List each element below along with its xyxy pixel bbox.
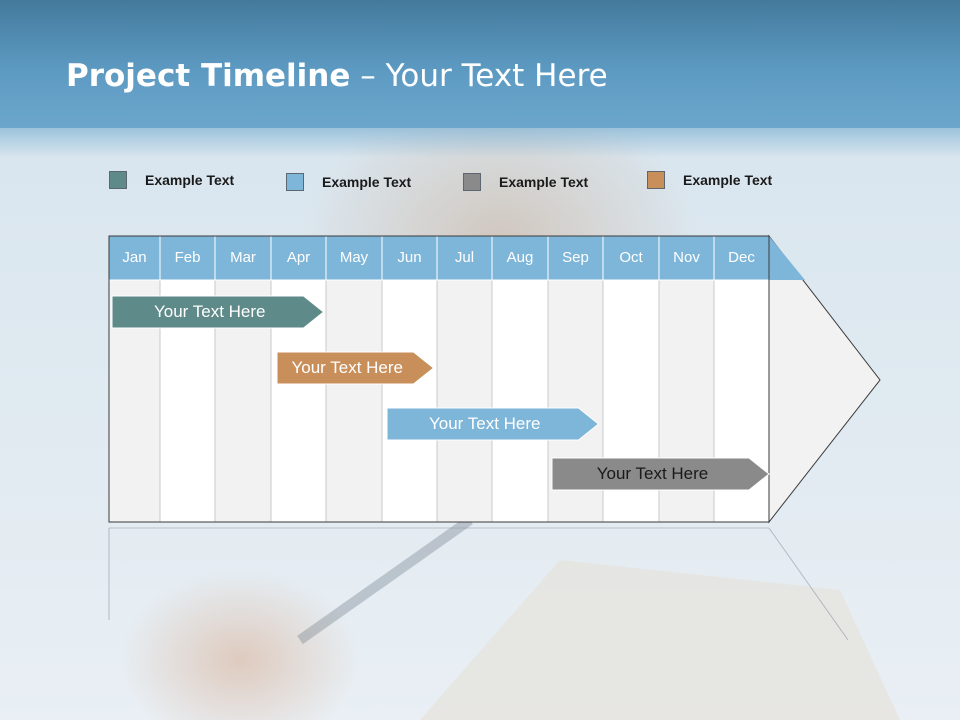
month-cell [602, 235, 660, 281]
month-label: Dec [728, 249, 755, 266]
legend-swatch [463, 173, 481, 191]
task-bar [276, 351, 435, 385]
month-column [381, 279, 438, 523]
legend-item-1: Example Text [109, 170, 234, 190]
month-cell [325, 235, 383, 281]
month-cell [491, 235, 549, 281]
task-label: Your Text Here [153, 302, 266, 321]
timeline-frame [108, 235, 770, 523]
header-fade [0, 128, 960, 158]
legend-swatch [109, 171, 127, 189]
month-label: Nov [673, 249, 700, 266]
month-cell [159, 235, 216, 281]
reflection-edge [768, 527, 849, 641]
arrow-head-band [769, 236, 805, 280]
legend-label: Example Text [683, 172, 773, 188]
task-label: Your Text Here [596, 464, 709, 483]
month-label: Mar [230, 249, 256, 266]
legend-item-4: Example Text [647, 170, 772, 190]
title-rest: – Your Text Here [350, 58, 608, 94]
month-label: Sep [562, 249, 589, 266]
legend-label: Example Text [145, 172, 235, 188]
month-column [325, 279, 383, 523]
task-bar [386, 407, 600, 441]
month-column [491, 279, 549, 523]
month-label: Apr [286, 249, 311, 266]
month-label: Aug [506, 249, 534, 266]
month-label: May [339, 249, 369, 266]
task-bar [551, 457, 770, 491]
legend-swatch [647, 171, 665, 189]
page-title: Project Timeline – Your Text Here [66, 58, 608, 94]
task-label: Your Text Here [291, 358, 403, 377]
legend-label: Example Text [499, 174, 589, 190]
month-cell [658, 235, 715, 281]
month-cell [381, 235, 438, 281]
title-bold: Project Timeline [66, 58, 351, 94]
month-label: Jun [397, 249, 422, 266]
month-label: Jul [454, 249, 475, 266]
legend-item-3: Example Text [463, 172, 588, 192]
legend-item-2: Example Text [286, 172, 411, 192]
header-band [0, 0, 960, 128]
month-label: Oct [619, 249, 643, 266]
month-label: Feb [174, 249, 201, 266]
legend-swatch [286, 173, 304, 191]
month-cell [436, 235, 493, 281]
month-label: Jan [122, 249, 147, 266]
month-column [436, 279, 493, 523]
task-bar [111, 295, 325, 329]
legend-label: Example Text [322, 174, 412, 190]
task-label: Your Text Here [428, 414, 541, 433]
